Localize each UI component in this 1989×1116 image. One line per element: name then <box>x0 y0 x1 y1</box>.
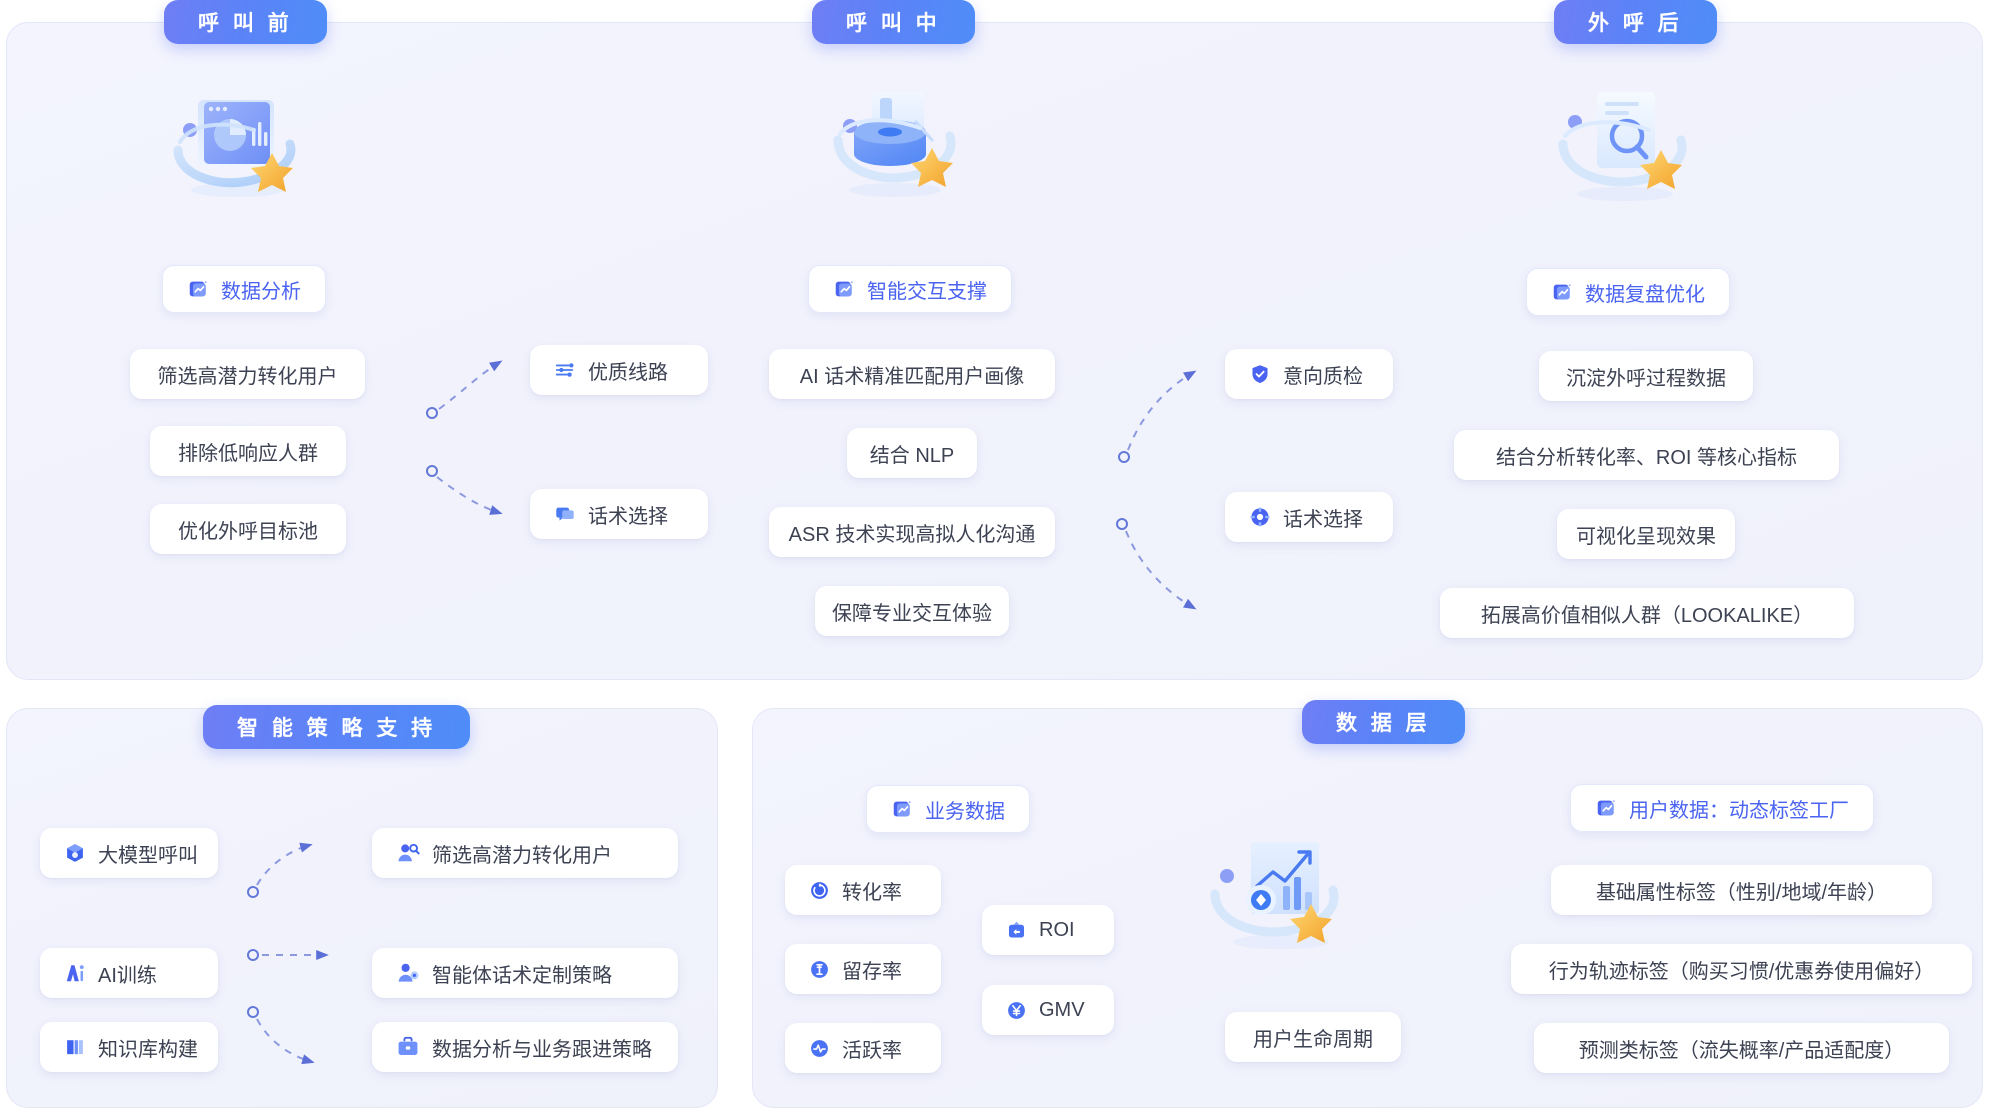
book-icon <box>64 1036 86 1058</box>
chip-label: 智能交互支撑 <box>867 280 987 303</box>
chart-card-icon <box>891 798 913 820</box>
chip-label: 结合 NLP <box>869 444 955 467</box>
chip-label: 排除低响应人群 <box>178 442 318 465</box>
chip-mid-left-1[interactable]: 结合 NLP <box>847 428 977 478</box>
chip-metric-activity[interactable]: 活跃率 <box>785 1023 941 1073</box>
sliders-icon <box>554 359 576 381</box>
illustration-smart-interaction <box>820 78 970 208</box>
chip-label: 保障专业交互体验 <box>832 602 992 625</box>
chip-label: 活跃率 <box>842 1039 902 1062</box>
chip-label: 筛选高潜力转化用户 <box>157 365 338 388</box>
chip-label: 用户数据：动态标签工厂 <box>1629 799 1849 822</box>
chip-mid-right-0[interactable]: 意向质检 <box>1225 349 1393 399</box>
chip-label: 智能体话术定制策略 <box>432 964 612 987</box>
briefcase-icon <box>396 1035 420 1059</box>
badge-pre-call: 呼 叫 前 <box>164 0 327 44</box>
activity-icon <box>809 1038 830 1059</box>
chip-post-0[interactable]: 沉淀外呼过程数据 <box>1539 351 1753 401</box>
users-search-icon <box>396 841 420 865</box>
chip-strategy-right-0[interactable]: 筛选高潜力转化用户 <box>372 828 678 878</box>
chip-pre-right-1[interactable]: 话术选择 <box>530 489 708 539</box>
chip-data-analysis-title[interactable]: 数据分析 <box>162 265 326 313</box>
chip-mid-left-3[interactable]: 保障专业交互体验 <box>815 586 1009 636</box>
chart-card-icon <box>1551 281 1573 303</box>
chip-label: 优质线路 <box>588 361 668 384</box>
chip-label: 基础属性标签（性别/地域/年龄） <box>1595 881 1888 904</box>
chip-label: 数据分析 <box>221 280 301 303</box>
chip-smart-interaction-title[interactable]: 智能交互支撑 <box>808 265 1012 313</box>
chip-label: 沉淀外呼过程数据 <box>1566 367 1726 390</box>
chip-label: 预测类标签（流失概率/产品适配度） <box>1578 1039 1905 1062</box>
roi-icon <box>1006 920 1027 941</box>
chart-card-icon <box>833 278 855 300</box>
chip-label: ROI <box>1039 918 1075 941</box>
chip-user-tag-0[interactable]: 基础属性标签（性别/地域/年龄） <box>1551 865 1932 915</box>
chip-metric-gmv[interactable]: GMV <box>982 985 1114 1035</box>
chip-label: 可视化呈现效果 <box>1576 525 1716 548</box>
chip-user-lifecycle[interactable]: 用户生命周期 <box>1225 1012 1401 1062</box>
chip-label: 留存率 <box>842 960 902 983</box>
chip-label: 优化外呼目标池 <box>178 520 318 543</box>
chip-mid-right-1[interactable]: 话术选择 <box>1225 492 1393 542</box>
chip-label: 用户生命周期 <box>1253 1028 1373 1051</box>
chat-bubble-icon <box>554 503 576 525</box>
yuan-icon <box>1006 1000 1027 1021</box>
chip-metric-roi[interactable]: ROI <box>982 905 1114 955</box>
chip-metric-retention[interactable]: 留存率 <box>785 944 941 994</box>
chip-user-tag-1[interactable]: 行为轨迹标签（购买习惯/优惠券使用偏好） <box>1511 944 1972 994</box>
conversion-icon <box>809 880 830 901</box>
chip-data-review-title[interactable]: 数据复盘优化 <box>1526 268 1730 316</box>
badge-mid-call: 呼 叫 中 <box>812 0 975 44</box>
chip-mid-left-2[interactable]: ASR 技术实现高拟人化沟通 <box>769 507 1055 557</box>
chart-card-icon <box>1595 797 1617 819</box>
retention-icon <box>809 959 830 980</box>
chip-label: GMV <box>1039 998 1085 1021</box>
chip-label: 话术选择 <box>588 505 668 528</box>
badge-strategy-support: 智 能 策 略 支 持 <box>203 705 471 749</box>
chip-post-2[interactable]: 可视化呈现效果 <box>1557 509 1735 559</box>
illustration-user-lifecycle <box>1199 830 1359 960</box>
shield-check-icon <box>1249 363 1271 385</box>
chip-label: 意向质检 <box>1283 365 1363 388</box>
chip-pre-left-0[interactable]: 筛选高潜力转化用户 <box>130 349 365 399</box>
ai-spark-icon <box>64 962 86 984</box>
chip-label: 筛选高潜力转化用户 <box>432 844 612 867</box>
chip-post-3[interactable]: 拓展高价值相似人群（LOOKALIKE） <box>1440 588 1854 638</box>
chip-label: 行为轨迹标签（购买习惯/优惠券使用偏好） <box>1548 960 1935 983</box>
chip-label: 结合分析转化率、ROI 等核心指标 <box>1495 446 1798 469</box>
chip-strategy-left-2[interactable]: 知识库构建 <box>40 1022 218 1072</box>
chip-user-data-title[interactable]: 用户数据：动态标签工厂 <box>1570 784 1874 832</box>
chip-pre-right-0[interactable]: 优质线路 <box>530 345 708 395</box>
chip-user-tag-2[interactable]: 预测类标签（流失概率/产品适配度） <box>1534 1023 1949 1073</box>
chip-label: 大模型呼叫 <box>98 844 198 867</box>
agent-avatar-icon <box>396 961 420 985</box>
chip-label: 拓展高价值相似人群（LOOKALIKE） <box>1480 604 1814 627</box>
chip-label: 转化率 <box>842 881 902 904</box>
illustration-data-analysis <box>162 78 312 208</box>
illustration-data-review <box>1545 78 1705 213</box>
chip-label: AI训练 <box>98 964 157 987</box>
chip-strategy-right-1[interactable]: 智能体话术定制策略 <box>372 948 678 998</box>
chip-metric-conversion[interactable]: 转化率 <box>785 865 941 915</box>
chip-label: 知识库构建 <box>98 1038 198 1061</box>
chip-business-data-title[interactable]: 业务数据 <box>866 785 1030 833</box>
badge-post-call: 外 呼 后 <box>1554 0 1717 44</box>
chart-card-icon <box>187 278 209 300</box>
chip-strategy-right-2[interactable]: 数据分析与业务跟进策略 <box>372 1022 678 1072</box>
chip-label: ASR 技术实现高拟人化沟通 <box>788 523 1036 546</box>
cube-icon <box>64 842 86 864</box>
chip-pre-left-2[interactable]: 优化外呼目标池 <box>150 504 346 554</box>
chip-post-1[interactable]: 结合分析转化率、ROI 等核心指标 <box>1454 430 1839 480</box>
chip-strategy-left-1[interactable]: AI训练 <box>40 948 218 998</box>
badge-data-layer: 数 据 层 <box>1302 700 1465 744</box>
chip-label: 业务数据 <box>925 800 1005 823</box>
chip-mid-left-0[interactable]: AI 话术精准匹配用户画像 <box>769 349 1055 399</box>
chip-label: 数据复盘优化 <box>1585 283 1705 306</box>
chip-label: 数据分析与业务跟进策略 <box>432 1038 652 1061</box>
chip-label: 话术选择 <box>1283 508 1363 531</box>
chip-strategy-left-0[interactable]: 大模型呼叫 <box>40 828 218 878</box>
gear-node-icon <box>1249 506 1271 528</box>
chip-pre-left-1[interactable]: 排除低响应人群 <box>150 426 346 476</box>
chip-label: AI 话术精准匹配用户画像 <box>799 365 1025 388</box>
